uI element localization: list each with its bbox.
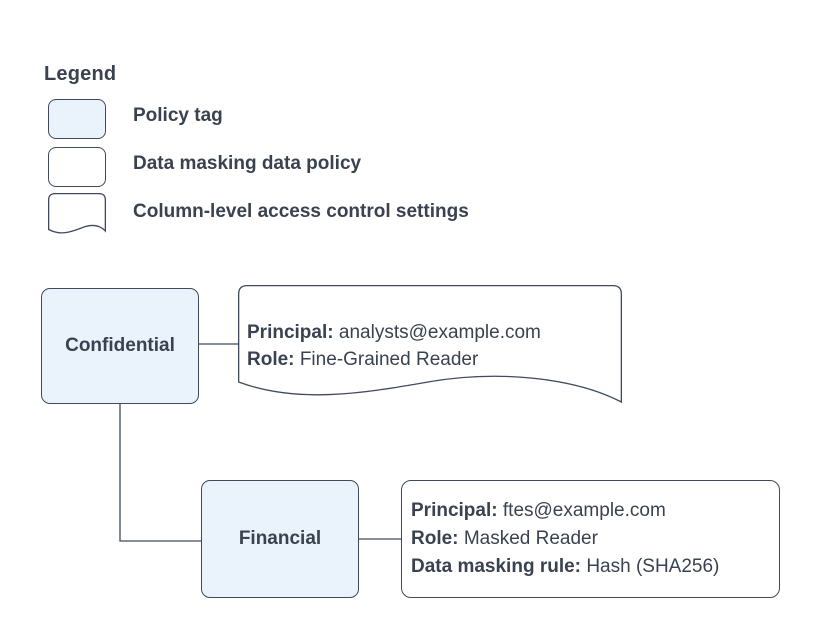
row-value: ftes@example.com [502, 500, 666, 521]
card-row: Data masking rule:Hash (SHA256) [411, 553, 779, 581]
policy-tag-label: Financial [238, 528, 322, 549]
row-label: Data masking rule: [411, 556, 581, 577]
legend-item-label: Policy tag [133, 105, 223, 126]
document-swatch [48, 193, 106, 234]
access-control-settings-card: Principal:analysts@example.com Role:Fine… [238, 285, 622, 411]
legend-title: Legend [44, 63, 117, 85]
access-control-settings-text: Principal:analysts@example.com Role:Fine… [247, 319, 541, 373]
document-card-outline [238, 285, 622, 404]
row-value: Masked Reader [463, 528, 598, 549]
row-value: analysts@example.com [338, 322, 541, 343]
legend-item-label: Data masking data policy [133, 153, 362, 174]
row-value: Hash (SHA256) [586, 556, 720, 577]
legend-item-label: Column-level access control settings [133, 201, 469, 222]
row-label: Principal: [411, 500, 498, 521]
policy-tag-node-confidential: Confidential [41, 288, 199, 404]
policy-tag-label: Confidential [65, 335, 175, 356]
row-label: Role: [411, 528, 459, 549]
document-swatch-shape [48, 193, 106, 234]
policy-tag-node-financial: Financial [201, 480, 359, 598]
policy-tag-swatch [48, 99, 106, 139]
document-card-shape [238, 285, 622, 404]
row-value: Fine-Grained Reader [299, 349, 479, 370]
card-row: Role:Masked Reader [411, 525, 779, 553]
row-label: Principal: [247, 322, 334, 343]
card-row: Role:Fine-Grained Reader [247, 346, 541, 373]
data-masking-policy-card: Principal:ftes@example.com Role:Masked R… [401, 480, 780, 598]
connector-confidential-financial [119, 404, 201, 542]
card-row: Principal:analysts@example.com [247, 319, 541, 346]
card-row: Principal:ftes@example.com [411, 497, 779, 525]
data-policy-swatch [48, 147, 106, 187]
row-label: Role: [247, 349, 295, 370]
